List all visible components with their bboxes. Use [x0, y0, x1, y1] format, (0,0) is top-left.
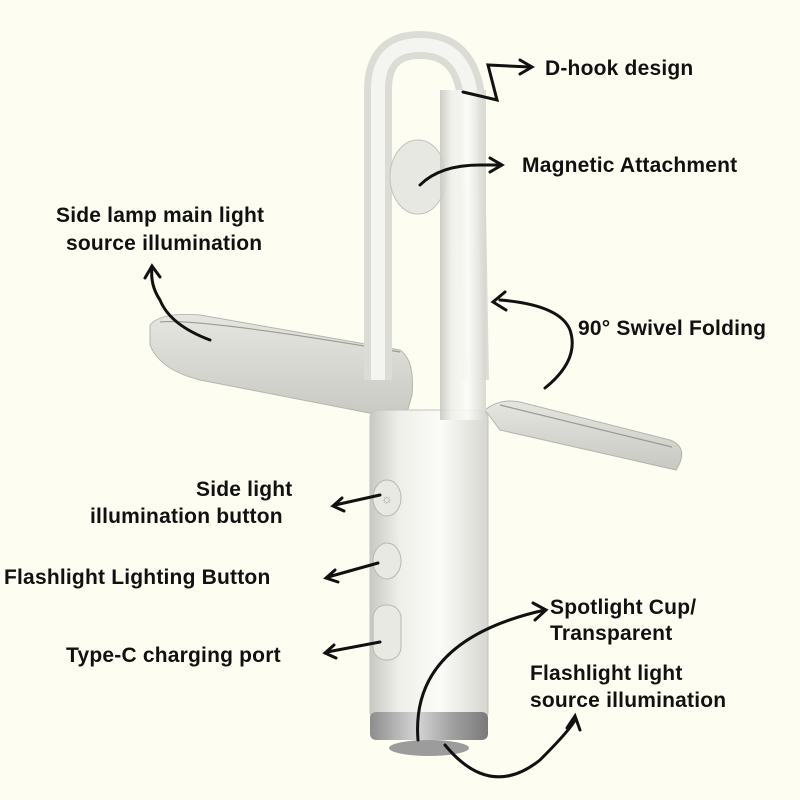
magnetic-disc	[389, 139, 447, 215]
label-magnetic-attachment: Magnetic Attachment	[522, 154, 738, 177]
annotation-arrows	[143, 58, 582, 779]
label-side-button-line1: Side light	[196, 478, 293, 501]
label-flash-source-line1: Flashlight light	[530, 662, 683, 685]
label-side-button-line2: illumination button	[90, 505, 283, 528]
label-side-lamp-line1: Side lamp main light	[56, 204, 265, 227]
label-spotlight-line1: Spotlight Cup/	[550, 596, 697, 619]
label-d-hook: D-hook design	[545, 57, 694, 80]
label-flash-source-line2: source illumination	[530, 689, 727, 712]
left-lamp-panel	[149, 314, 413, 421]
type-c-port-cover	[372, 604, 402, 661]
svg-text:☼: ☼	[381, 491, 393, 506]
label-spotlight-line2: Transparent	[550, 622, 673, 645]
d-hook	[364, 30, 489, 381]
flashlight-button	[372, 542, 402, 580]
flashlight-lens	[389, 740, 469, 756]
label-swivel-folding: 90° Swivel Folding	[578, 317, 767, 340]
label-type-c: Type-C charging port	[66, 644, 281, 667]
label-side-lamp-line2: source illumination	[66, 232, 263, 255]
right-lamp-panel	[484, 400, 683, 471]
label-flashlight-button: Flashlight Lighting Button	[4, 566, 271, 589]
spotlight-cup-ring	[370, 712, 488, 740]
